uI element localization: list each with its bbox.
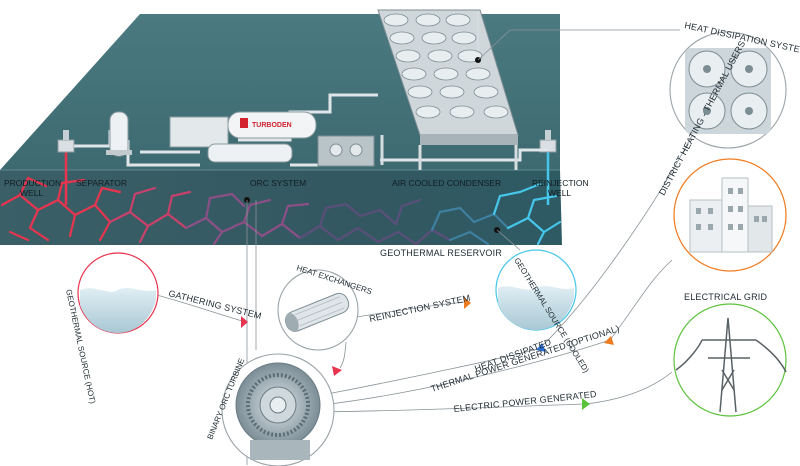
reinjection-well-label: REINJECTION bbox=[532, 178, 589, 188]
geothermal-source-hot-circle bbox=[77, 252, 159, 334]
separator-label: SEPARATOR bbox=[76, 178, 127, 188]
condenser-fans bbox=[383, 13, 509, 119]
electrical-grid-circle bbox=[673, 303, 787, 417]
cool-fractures bbox=[298, 198, 452, 246]
hot-fractures bbox=[0, 176, 122, 242]
geothermal-source-cooled-circle bbox=[495, 249, 577, 331]
orc-system-label: ORC SYSTEM bbox=[250, 178, 306, 188]
cold-fractures bbox=[492, 182, 562, 246]
heat-dissipated-marker bbox=[536, 343, 546, 352]
reinjection-arrow bbox=[464, 297, 471, 309]
electric-power-generated-label: ELECTRIC POWER GENERATED bbox=[453, 389, 597, 414]
fracture-network bbox=[0, 176, 562, 246]
gathering-system-label: GATHERING SYSTEM bbox=[168, 288, 263, 321]
air-cooled-condenser-label: AIR COOLED CONDENSER bbox=[392, 178, 501, 188]
turbine-arrow bbox=[332, 366, 342, 376]
heat-exchangers-circle bbox=[277, 269, 359, 351]
heat-dissipation-system-circle bbox=[669, 31, 787, 149]
electrical-grid-label: ELECTRICAL GRID bbox=[684, 292, 767, 302]
production-well bbox=[57, 130, 75, 205]
district-heating-circle bbox=[673, 158, 787, 272]
reinjection-well-label-2: WELL bbox=[548, 188, 571, 198]
brand-label: TURBODEN bbox=[252, 122, 292, 129]
ground-cross-section bbox=[0, 170, 562, 245]
geothermal-reservoir-label: GEOTHERMAL RESERVOIR bbox=[380, 248, 502, 258]
orc-system-unit: TURBODEN bbox=[169, 111, 375, 167]
separator-vessel bbox=[106, 111, 132, 157]
thermal-power-marker bbox=[604, 336, 614, 345]
binary-orc-turbine-circle bbox=[221, 353, 335, 466]
reinjection-system-label: REINJECTION SYSTEM bbox=[368, 293, 471, 324]
production-well-label-2: WELL bbox=[20, 188, 43, 198]
electric-power-marker bbox=[582, 398, 590, 410]
warm-fractures bbox=[108, 186, 192, 244]
thermal-power-generated-label: THERMAL POWER GENERATED (OPTIONAL) bbox=[430, 323, 621, 394]
gathering-arrow bbox=[241, 316, 248, 328]
production-well-label: PRODUCTION bbox=[4, 178, 61, 188]
